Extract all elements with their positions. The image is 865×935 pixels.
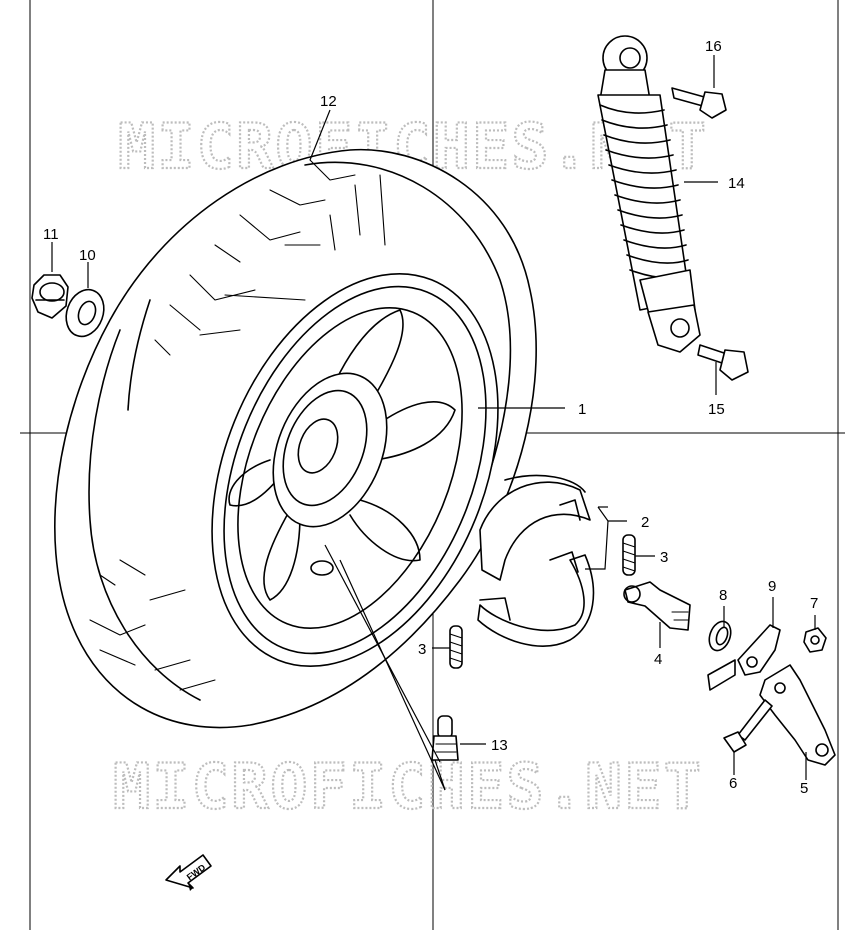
callout-12: 12 bbox=[320, 93, 337, 110]
shock-upper-bolt bbox=[671, 87, 727, 119]
tire-tread bbox=[89, 159, 386, 691]
brake-shoe-upper bbox=[479, 474, 591, 581]
callout-5: 5 bbox=[800, 780, 808, 797]
callout-10: 10 bbox=[79, 247, 96, 264]
axle-nut bbox=[31, 274, 69, 319]
callout-numbers: 1 2 3 3 4 5 6 7 8 9 10 11 12 13 14 15 16 bbox=[43, 38, 818, 797]
brake-spring-right bbox=[622, 534, 636, 576]
fwd-arrow-icon: FWD bbox=[165, 854, 212, 891]
callout-2: 2 bbox=[641, 514, 649, 531]
callout-11: 11 bbox=[43, 226, 59, 243]
brake-shoe-lower bbox=[477, 551, 595, 647]
rear-wheel-assembly bbox=[54, 148, 537, 729]
axle-washer bbox=[65, 288, 105, 338]
callout-8: 8 bbox=[719, 587, 727, 604]
callout-14: 14 bbox=[728, 175, 745, 192]
callout-15: 15 bbox=[708, 401, 725, 418]
lever-bolt bbox=[723, 699, 773, 753]
watermark-bottom: MICROFICHES.NET bbox=[113, 750, 703, 823]
callout-3-left: 3 bbox=[418, 641, 426, 658]
callout-9: 9 bbox=[768, 578, 776, 595]
leader-lines bbox=[51, 55, 816, 791]
callout-1: 1 bbox=[578, 401, 586, 418]
callout-3-right: 3 bbox=[660, 549, 668, 566]
wear-indicator-plate bbox=[737, 624, 781, 676]
shock-lower-eye bbox=[647, 304, 701, 353]
cam-seal bbox=[707, 620, 736, 691]
callout-4: 4 bbox=[654, 651, 662, 668]
callout-13: 13 bbox=[491, 737, 508, 754]
tire-valve bbox=[431, 715, 459, 761]
brake-cam-shaft bbox=[623, 581, 691, 631]
shock-lower-bolt bbox=[697, 344, 749, 381]
callout-6: 6 bbox=[729, 775, 737, 792]
brake-cam-lever bbox=[759, 664, 836, 766]
brake-spring-left bbox=[449, 625, 463, 669]
lever-nut bbox=[803, 627, 827, 653]
callout-7: 7 bbox=[810, 595, 818, 612]
callout-16: 16 bbox=[705, 38, 722, 55]
shock-absorber bbox=[597, 35, 701, 353]
wheel-spokes bbox=[228, 309, 456, 601]
